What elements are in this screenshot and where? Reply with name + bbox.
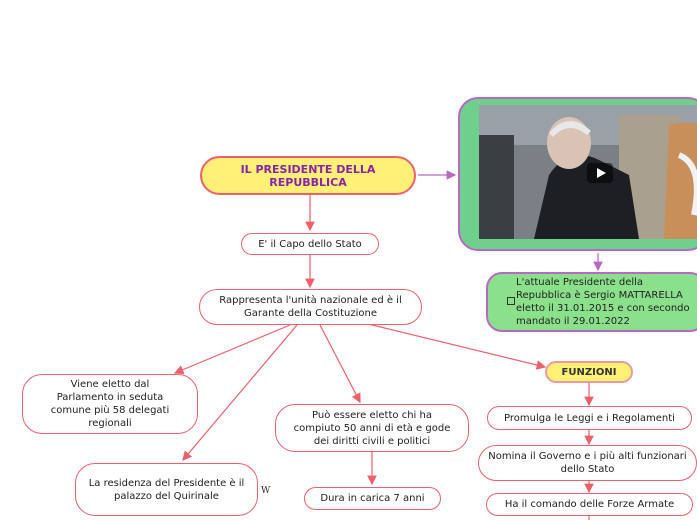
checkbox-icon[interactable] bbox=[507, 297, 515, 305]
funzione-item[interactable]: Nomina il Governo e i più alti funzionar… bbox=[478, 445, 697, 481]
attuale-presidente-node[interactable]: L'attuale Presidente della Repubblica è … bbox=[486, 272, 697, 332]
durata-node[interactable]: Dura in carica 7 anni bbox=[304, 487, 441, 510]
unita-nazionale-node[interactable]: Rappresenta l'unità nazionale ed è il Ga… bbox=[199, 289, 422, 325]
funzione-label: Nomina il Governo e i più alti funzionar… bbox=[488, 451, 687, 475]
root-title: IL PRESIDENTE DELLA REPUBBLICA bbox=[240, 162, 376, 189]
requisiti-label: Può essere eletto chi ha compiuto 50 ann… bbox=[293, 409, 451, 447]
capo-stato-label: E' il Capo dello Stato bbox=[258, 238, 362, 250]
requisiti-node[interactable]: Può essere eletto chi ha compiuto 50 ann… bbox=[275, 404, 469, 452]
funzione-item[interactable]: Ha il comando delle Forze Armate bbox=[486, 493, 693, 516]
root-node[interactable]: IL PRESIDENTE DELLA REPUBBLICA bbox=[200, 156, 416, 195]
residenza-label: La residenza del Presidente è il palazzo… bbox=[88, 477, 245, 502]
funzione-label: Promulga le Leggi e i Regolamenti bbox=[504, 412, 675, 424]
stray-text: W bbox=[261, 486, 271, 496]
video-thumbnail[interactable] bbox=[479, 105, 697, 239]
eletto-parlamento-label: Viene eletto dal Parlamento in seduta co… bbox=[50, 379, 170, 429]
funzione-label: Ha il comando delle Forze Armate bbox=[504, 499, 675, 510]
funzioni-title: FUNZIONI bbox=[561, 366, 617, 378]
capo-stato-node[interactable]: E' il Capo dello Stato bbox=[241, 233, 379, 255]
unita-nazionale-label: Rappresenta l'unità nazionale ed è il Ga… bbox=[219, 295, 402, 319]
funzione-item[interactable]: Promulga le Leggi e i Regolamenti bbox=[487, 406, 692, 430]
play-icon[interactable] bbox=[587, 163, 613, 183]
durata-label: Dura in carica 7 anni bbox=[320, 493, 425, 504]
video-node[interactable] bbox=[458, 97, 697, 251]
eletto-parlamento-node[interactable]: Viene eletto dal Parlamento in seduta co… bbox=[22, 374, 198, 434]
funzioni-node[interactable]: FUNZIONI bbox=[545, 361, 633, 383]
video-image bbox=[479, 105, 697, 239]
residenza-node[interactable]: La residenza del Presidente è il palazzo… bbox=[75, 463, 258, 516]
attuale-presidente-label: L'attuale Presidente della Repubblica è … bbox=[516, 277, 690, 327]
